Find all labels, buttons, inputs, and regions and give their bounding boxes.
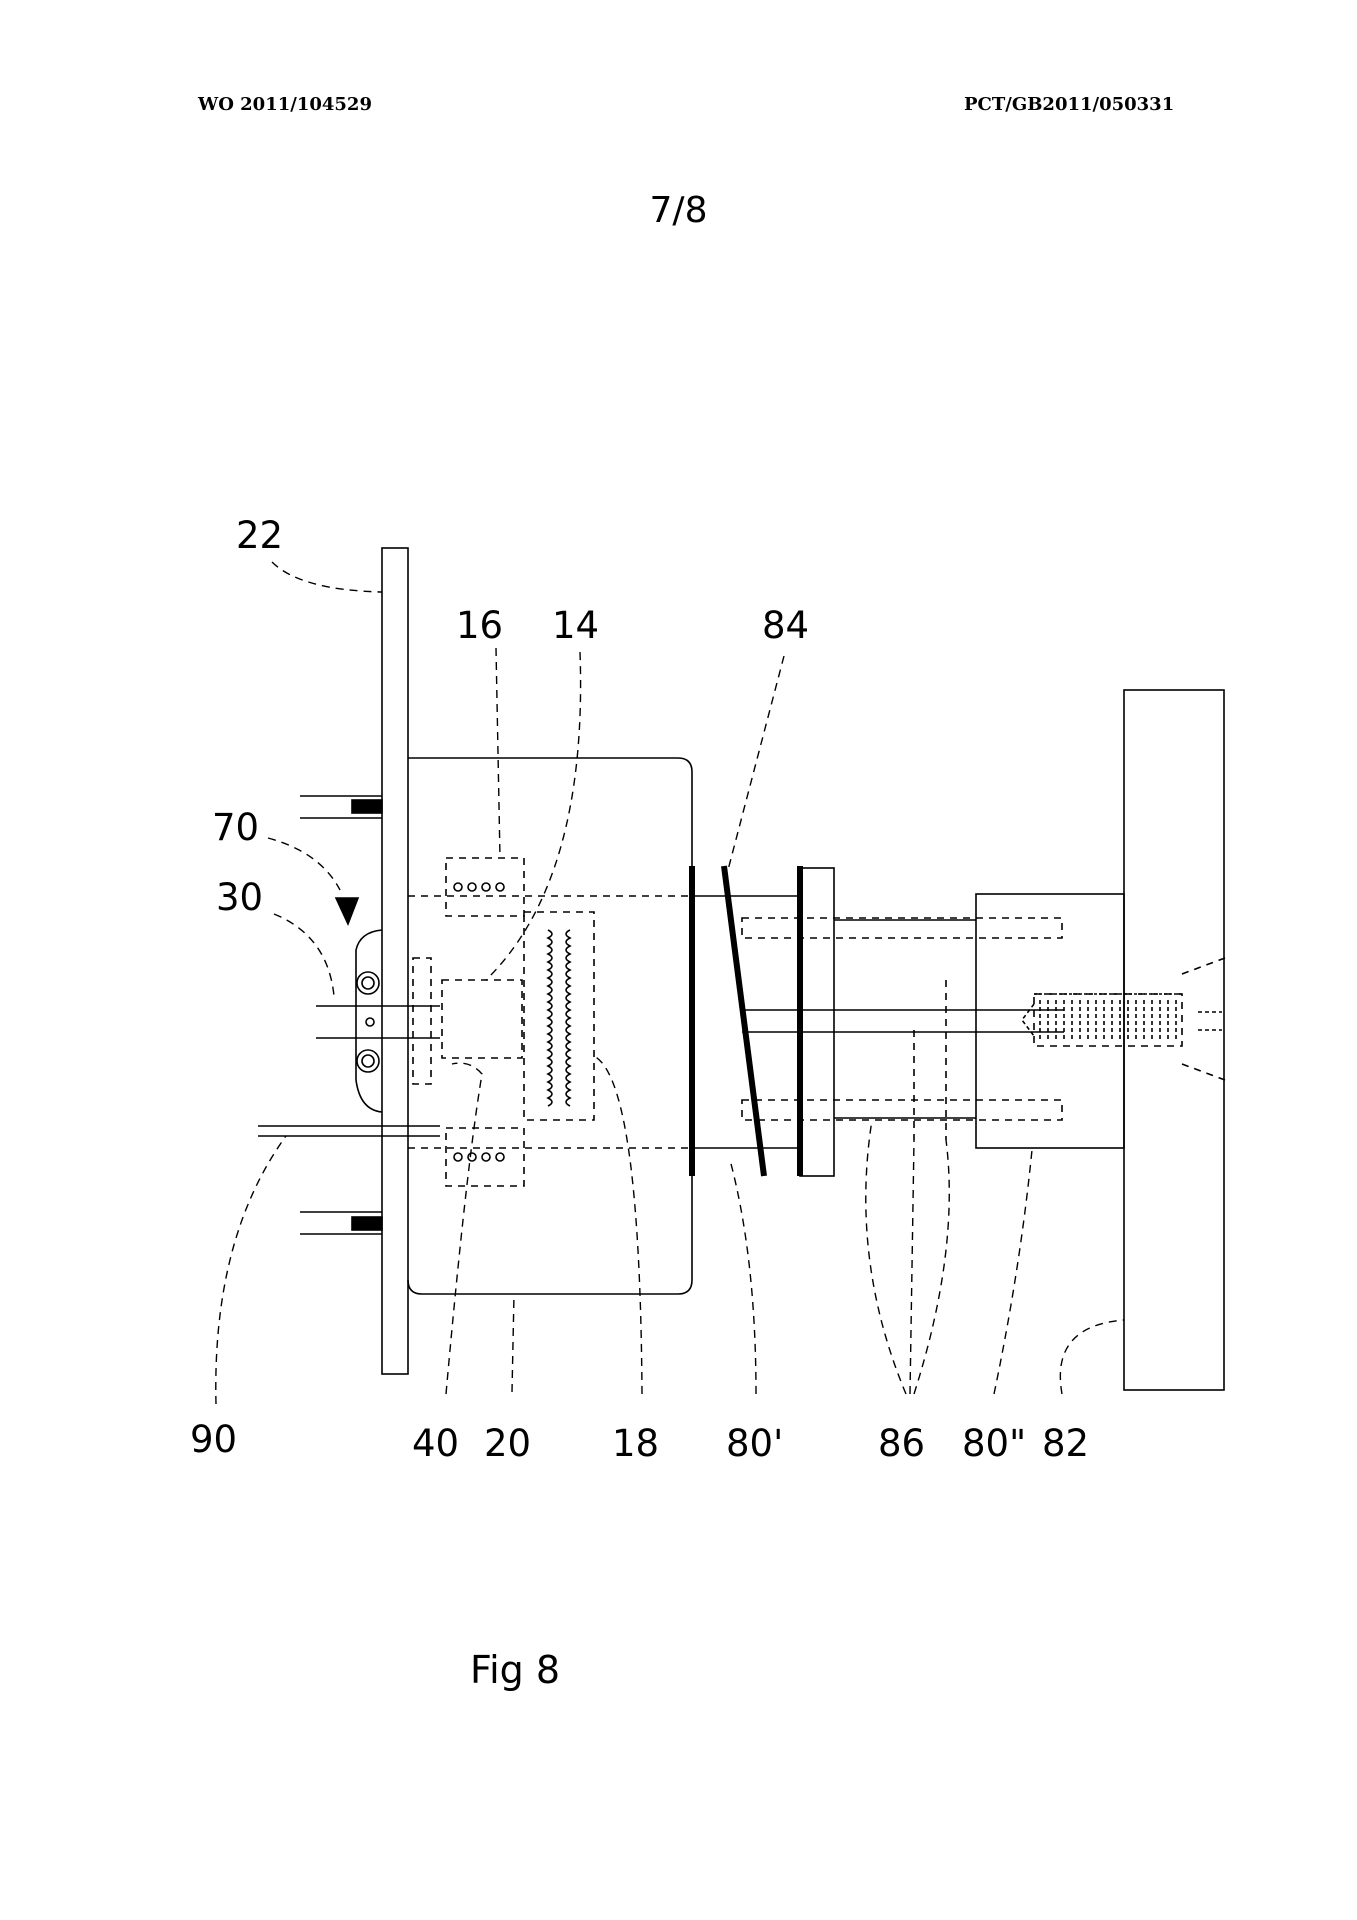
ref-label-40: 40 [412,1422,459,1465]
wall-82 [1123,689,1225,1391]
leader-82 [1059,1319,1125,1395]
ref-label-84: 84 [762,604,809,647]
screws [300,795,383,1235]
ref-label-14: 14 [552,604,599,647]
housing-20 [407,757,693,1295]
leader-86-a [865,1119,907,1395]
ref-label-18: 18 [612,1422,659,1465]
leader-80-prime [729,1159,757,1395]
ref-label-20: 20 [484,1422,531,1465]
application-number: PCT/GB2011/050331 [964,94,1175,115]
leader-86-b [909,1139,915,1395]
ref-label-86: 86 [878,1422,925,1465]
leader-22 [271,561,383,593]
ref-label-16: 16 [456,604,503,647]
shim-84 [721,865,767,1177]
spring-18 [546,929,572,1107]
leader-14 [485,651,582,981]
fixing-screw [1021,993,1222,1040]
sheet-number: 7/8 [649,190,708,231]
figure-caption: Fig 8 [470,1648,561,1692]
leader-86-c [913,1139,950,1395]
bearing-balls [453,882,505,1162]
ref-label-90: 90 [190,1418,237,1461]
leader-20 [511,1293,515,1393]
ref-label-80-double-prime: 80" [962,1422,1026,1465]
leader-70 [267,837,341,891]
ref-label-82: 82 [1042,1422,1089,1465]
leader-40 [445,1062,483,1395]
arrow-70 [334,897,360,927]
panel-22 [381,547,409,1375]
ref-label-80-prime: 80' [726,1422,783,1465]
leader-16 [495,647,501,859]
leader-30 [273,913,335,997]
leader-90 [215,1135,287,1405]
publication-number: WO 2011/104529 [198,94,372,115]
ref-label-30: 30 [216,876,263,919]
ref-label-22: 22 [236,514,283,557]
latch-30 [355,929,383,1113]
block-80-double-prime [975,893,1125,1149]
leader-80-double-prime [993,1149,1033,1395]
ref-label-70: 70 [212,806,259,849]
leader-84 [727,655,785,871]
leader-18 [593,1055,643,1395]
